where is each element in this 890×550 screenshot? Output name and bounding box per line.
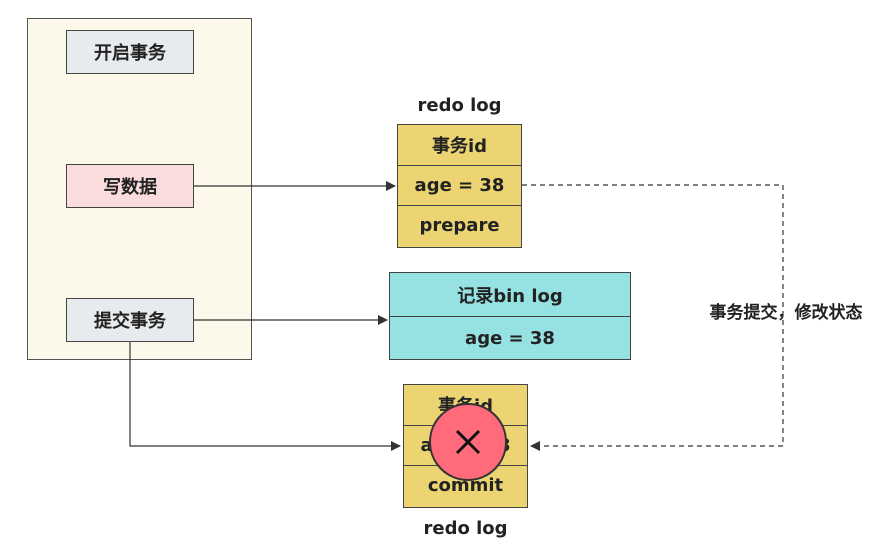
redo-log-top-table: 事务id age = 38 prepare <box>397 124 522 248</box>
commit-to-redo-commit-arrow <box>129 342 401 451</box>
step-write-data: 写数据 <box>66 164 194 208</box>
bin-log-table: 记录bin log age = 38 <box>389 272 631 360</box>
step-start-transaction: 开启事务 <box>66 30 194 74</box>
binlog-row-age: age = 38 <box>390 316 630 359</box>
commit-status-label: 事务提交，修改状态 <box>709 302 863 323</box>
redo-top-row-state: prepare <box>398 205 521 245</box>
step-start-label: 开启事务 <box>94 43 166 64</box>
status-update-dashed-arrow <box>522 184 784 451</box>
redo-top-row-age: age = 38 <box>398 165 521 205</box>
failure-cross-icon <box>429 403 507 481</box>
step-write-label: 写数据 <box>103 177 157 198</box>
redo-log-top-title: redo log <box>417 94 502 116</box>
step-commit-transaction: 提交事务 <box>66 298 194 342</box>
x-mark-icon <box>455 429 481 455</box>
redo-top-row-txid: 事务id <box>431 136 488 157</box>
redo-log-bottom-title: redo log <box>423 517 508 539</box>
binlog-row-title: 记录bin log <box>457 285 563 307</box>
step-commit-label: 提交事务 <box>94 311 166 332</box>
